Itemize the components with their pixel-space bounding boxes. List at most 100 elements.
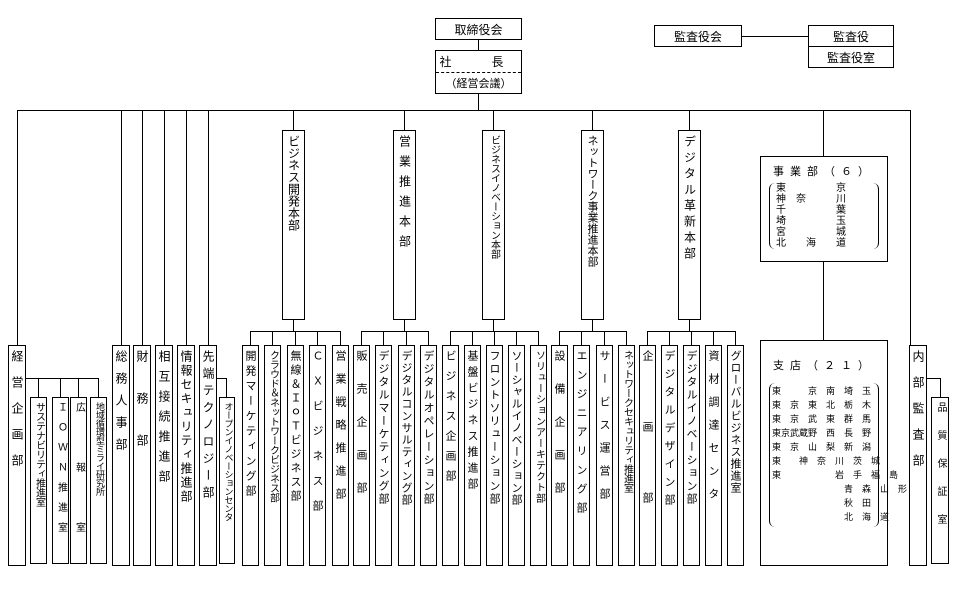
board-label: 取締役会	[454, 22, 503, 37]
dept-label: ソリューションアーキテクト部	[533, 350, 545, 504]
branch-item: 東京武蔵野 西 長 野	[772, 429, 872, 439]
dept-sales-strategy: 営業戦略推進部	[332, 345, 349, 566]
auditor-box: 監査役	[808, 25, 894, 47]
hq-digital-innovation: デジタル革新本部	[678, 130, 701, 320]
office-iown: ＩＯＷＮ推進室	[52, 397, 69, 564]
dept-label: 総務人事部	[114, 350, 128, 460]
audit-board-label: 監査役会	[673, 29, 722, 44]
dept-service-operation: サービス運営部	[596, 345, 613, 566]
hq-label: ネットワーク事業推進本部	[586, 135, 599, 267]
branch-item: 北 海 道	[772, 513, 890, 523]
dept-label: ビジネス企画部	[444, 350, 457, 490]
dept-engineering: エンジニアリング部	[573, 345, 590, 566]
business-divisions-box: 事業部（６） 東 京 神 奈 川 千 葉 埼 玉 宮 城 北 海 道	[760, 156, 888, 262]
dept-general-affairs-hr: 総務人事部	[112, 345, 130, 566]
dept-solution-architect: ソリューションアーキテクト部	[530, 345, 547, 566]
dept-label: デジタルマーケティング部	[377, 350, 390, 506]
dept-label: グローバルビジネス推進室	[729, 350, 742, 494]
dept-label: デジタルオペレーション部	[422, 350, 435, 506]
division-item: 埼 玉	[776, 216, 846, 227]
dept-information-security: 情報セキュリティ推進部	[177, 345, 195, 566]
auditor-label: 監査役	[832, 29, 869, 44]
dept-label: 相互接続推進部	[157, 350, 171, 490]
dept-label: デジタルイノベーション部	[685, 350, 698, 506]
dept-label: ＣＸビジネス部	[311, 350, 324, 525]
dept-digital-marketing: デジタルマーケティング部	[375, 345, 392, 566]
dept-infrastructure-business: 基盤ビジネス推進部	[464, 345, 481, 566]
dept-label: 情報セキュリティ推進部	[179, 350, 193, 504]
dept-label: 財務部	[135, 350, 149, 476]
office-public-relations: 広報室	[70, 397, 87, 582]
dept-front-solution: フロントソリューション部	[486, 345, 503, 566]
dept-label: 企画部	[641, 350, 654, 563]
dept-social-innovation: ソーシャルイノベーション部	[508, 345, 525, 566]
branch-item: 東 京 武 東 群 馬	[772, 415, 872, 425]
dept-corporate-planning: 経営企画部	[8, 345, 26, 566]
division-item: 宮 城	[776, 227, 846, 238]
division-item: 北 海 道	[776, 238, 846, 249]
dept-digital-operation: デジタルオペレーション部	[420, 345, 437, 566]
dept-label: 資材調達センタ	[707, 350, 720, 511]
dept-cx-business: ＣＸビジネス部	[309, 345, 326, 566]
office-sustainability: サステナビリティ推進室	[30, 397, 47, 564]
hq-label: ビジネス開発本部	[286, 135, 301, 231]
dept-label: 営業戦略推進部	[334, 350, 347, 511]
president-box: 社 長 （経営会議）	[435, 50, 522, 94]
dept-digital-innovation: デジタルイノベーション部	[683, 345, 700, 566]
management-meeting-label: （経営会議）	[445, 76, 512, 90]
hq-label: デジタル革新本部	[682, 135, 697, 263]
dept-finance: 財務部	[133, 345, 151, 566]
office-global-business: グローバルビジネス推進室	[727, 345, 744, 566]
branches-title: 支店（２１）	[773, 359, 875, 372]
branch-item: 東 京 東 北 栃 木	[772, 401, 872, 411]
hq-label: ビジネスイノベーション本部	[488, 135, 500, 259]
audit-board-box: 監査役会	[654, 25, 742, 47]
board-of-directors-box: 取締役会	[435, 18, 522, 40]
dept-label: ソーシャルイノベーション部	[510, 350, 523, 506]
dept-business-planning: ビジネス企画部	[442, 345, 459, 566]
dept-facility-planning: 設備企画部	[551, 345, 568, 566]
dept-label: 先端テクノロジー部	[201, 350, 215, 503]
hq-business-innovation: ビジネスイノベーション本部	[482, 130, 505, 320]
dept-planning: 企画部	[639, 345, 656, 566]
branch-item: 東 岩 手 福 島	[772, 471, 899, 481]
dept-label: 設備企画部	[553, 350, 566, 515]
dept-label: 基盤ビジネス推進部	[466, 350, 479, 494]
dept-wireless-iot-business: 無線＆ＩｏＴビジネス部	[287, 345, 304, 566]
dept-advanced-technology: 先端テクノロジー部	[199, 345, 217, 566]
dept-development-marketing: 開発マーケティング部	[242, 345, 259, 566]
dept-sales-planning: 販売企画部	[353, 345, 370, 566]
office-label: 広報室	[73, 402, 85, 582]
office-network-security: ネットワークセキュリティ推進室	[618, 345, 635, 566]
division-item: 東 京	[776, 183, 846, 194]
branch-item: 東 京 山 梨 新 潟	[772, 443, 872, 453]
branch-item: 青 森 山 形	[772, 485, 908, 495]
division-item: 千 葉	[776, 205, 846, 216]
office-quality-assurance: 品質保証室	[931, 397, 949, 564]
center-label: オープンイノベーションセンタ	[222, 402, 233, 521]
branches-list: 東 京 南 埼 玉 東 京 東 北 栃 木 東 京 武 東 群 馬 東京武蔵野 …	[769, 383, 908, 527]
branch-item: 東 神 奈 川 茨 城	[772, 457, 881, 467]
hq-business-development: ビジネス開発本部	[282, 130, 305, 320]
office-label: 品質保証室	[935, 402, 946, 542]
hq-sales-promotion: 営業推進本部	[393, 130, 416, 320]
dept-label: 経営企画部	[10, 350, 24, 480]
dept-digital-design: デジタルデザイン部	[661, 345, 678, 566]
dept-digital-consulting: デジタルコンサルティング部	[398, 345, 415, 566]
office-label: サステナビリティ推進室	[33, 402, 45, 507]
hq-label: 営業推進本部	[397, 135, 412, 255]
division-item: 神 奈 川	[776, 194, 846, 205]
office-label: 地域循環型ミライ研究所	[94, 402, 104, 496]
business-divisions-list: 東 京 神 奈 川 千 葉 埼 玉 宮 城 北 海 道	[769, 183, 879, 249]
dept-label: エンジニアリング部	[575, 350, 588, 521]
center-open-innovation: オープンイノベーションセンタ	[219, 397, 235, 564]
office-label: ＩＯＷＮ推進室	[55, 402, 67, 542]
center-procurement: 資材調達センタ	[705, 345, 722, 566]
dept-label: フロントソリューション部	[488, 350, 501, 506]
dept-internal-audit: 内部監査部	[909, 345, 927, 566]
president-label: 社 長	[439, 55, 518, 69]
branches-box: 支店（２１） 東 京 南 埼 玉 東 京 東 北 栃 木 東 京 武 東 群 馬…	[760, 340, 908, 566]
lab-regional-circular-future: 地域循環型ミライ研究所	[90, 397, 107, 564]
dept-label: サービス運営部	[598, 350, 611, 511]
dept-label: デジタルデザイン部	[663, 350, 676, 512]
